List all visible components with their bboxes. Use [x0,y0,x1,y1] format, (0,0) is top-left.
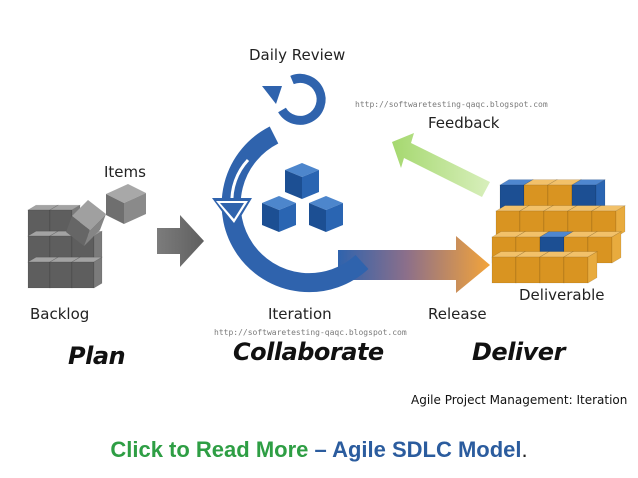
label-iteration: Iteration [268,305,332,323]
read-more-link[interactable]: Click to Read More [110,437,309,462]
deliverable-cube [562,251,599,284]
phase-deliver: Deliver [472,338,565,366]
sdlc-model-link[interactable]: Agile SDLC Model [332,437,522,462]
phase-plan: Plan [68,342,126,370]
backlog-cubes [26,184,146,289]
item-cube-1 [106,184,146,224]
deliverable-cubes [490,179,627,284]
deliverable-cube [570,179,607,212]
read-more-banner: Click to Read More – Agile SDLC Model. [0,437,638,463]
watermark-bottom: http://softwaretesting-qaqc.blogspot.com [214,328,407,337]
daily-review-cycle [262,73,326,125]
label-items: Items [104,163,146,181]
release-arrow [338,236,490,293]
backlog-cube [70,256,104,289]
label-deliverable: Deliverable [519,286,605,304]
phase-collaborate: Collaborate [233,338,384,366]
watermark-top: http://softwaretesting-qaqc.blogspot.com [355,100,548,109]
caption: Agile Project Management: Iteration [411,393,628,407]
item-cube-2 [66,200,106,246]
label-release: Release [428,305,487,323]
label-daily-review: Daily Review [249,46,346,64]
deliverable-cube [590,205,627,238]
cta-dash: – [314,437,327,462]
cta-period: . [521,437,528,462]
label-backlog: Backlog [30,305,90,323]
iteration-cubes [262,163,343,232]
iteration-cycle [212,126,369,293]
feedback-arrow [392,133,490,197]
label-feedback: Feedback [428,114,500,132]
backlog-to-iteration-arrow [157,215,204,267]
